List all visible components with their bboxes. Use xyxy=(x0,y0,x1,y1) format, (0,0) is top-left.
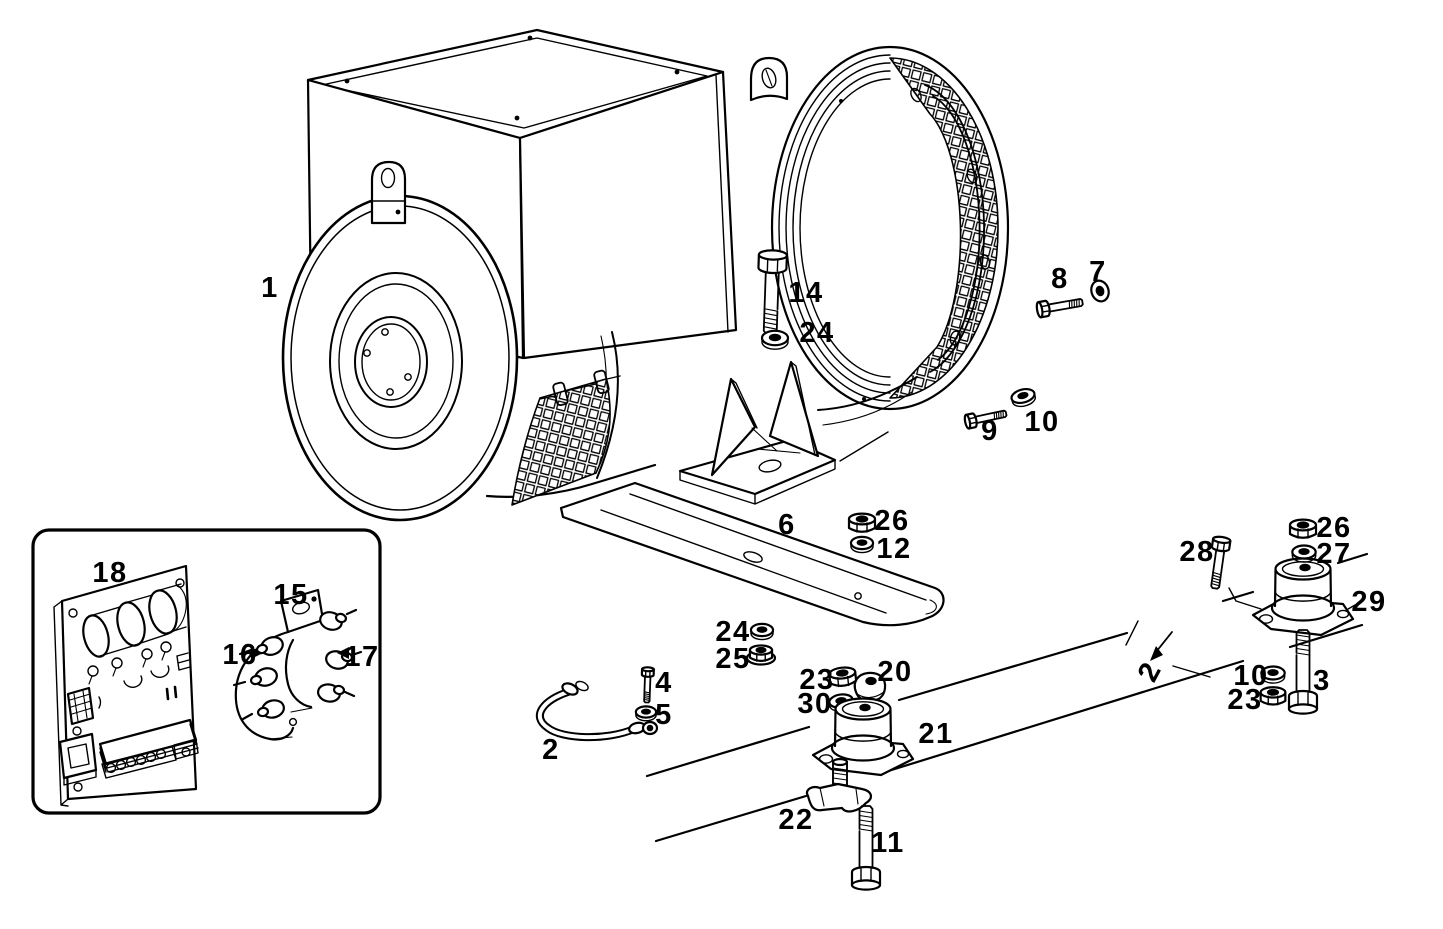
bolt-4 xyxy=(640,666,655,704)
nut-26-right xyxy=(1288,518,1318,540)
part-label-5: 5 xyxy=(655,699,673,731)
part-label-27: 27 xyxy=(1316,538,1351,570)
part-label-23: 23 xyxy=(799,664,834,696)
part-label-10: 10 xyxy=(1233,660,1268,692)
arrow-16 xyxy=(251,647,263,659)
part-label-22: 22 xyxy=(778,804,813,836)
front-shield xyxy=(281,160,519,522)
rear-grille xyxy=(749,45,1010,411)
part-label-24: 24 xyxy=(799,317,834,349)
locknut-25 xyxy=(745,644,777,666)
part-label-17: 17 xyxy=(344,641,379,673)
rectifier-assembly-15 xyxy=(232,588,363,741)
part-label-1: 1 xyxy=(261,272,279,304)
part-label-16: 16 xyxy=(222,639,257,671)
part-label-2: 2 xyxy=(542,734,560,766)
ground-cable-2 xyxy=(535,680,659,742)
part-label-25: 25 xyxy=(715,643,750,675)
clamp-22 xyxy=(805,757,872,813)
lifting-lug-front xyxy=(370,160,407,225)
part-label-15: 15 xyxy=(273,579,308,611)
section-arrow xyxy=(1125,620,1173,661)
part-label-30: 30 xyxy=(797,688,832,720)
part-label-23: 23 xyxy=(1227,684,1262,716)
part-label-26: 26 xyxy=(874,505,909,537)
part-label-24: 24 xyxy=(715,616,750,648)
part-label-20: 20 xyxy=(877,656,912,688)
part-label-9: 9 xyxy=(981,415,999,447)
lifting-lug-rear xyxy=(749,56,789,102)
part-label-14: 14 xyxy=(788,277,823,309)
part-label-26: 26 xyxy=(1316,512,1351,544)
part-label-21: 21 xyxy=(918,718,953,750)
bolt-8 xyxy=(1035,293,1085,319)
washer-24-lower xyxy=(750,622,774,641)
part-label-3: 3 xyxy=(1313,665,1331,697)
part-label-6: 6 xyxy=(778,509,796,541)
mounting-strip xyxy=(559,481,945,627)
foot-bracket xyxy=(678,360,918,505)
part-label-29: 29 xyxy=(1351,586,1386,618)
washer-12 xyxy=(850,535,874,554)
hardware xyxy=(535,248,1355,891)
bed-rails xyxy=(645,552,1369,843)
washer-24-upper xyxy=(760,329,790,351)
part-label-12: 12 xyxy=(876,533,911,565)
part-label-10: 10 xyxy=(1024,406,1059,438)
inset-panel xyxy=(31,528,382,815)
arrow-17 xyxy=(337,647,349,659)
part-label-11: 11 xyxy=(871,827,905,859)
nut-26-left xyxy=(847,512,877,534)
part-label-2: 2 xyxy=(1132,656,1169,687)
part-label-18: 18 xyxy=(92,557,127,589)
washer-7 xyxy=(1090,279,1110,303)
washer-5 xyxy=(635,705,657,722)
part-label-4: 4 xyxy=(655,667,673,699)
part-label-7: 7 xyxy=(1089,256,1107,288)
regulator-board-18 xyxy=(53,564,199,807)
stator-body xyxy=(485,331,657,506)
part-label-28: 28 xyxy=(1179,536,1214,568)
part-label-8: 8 xyxy=(1051,263,1069,295)
